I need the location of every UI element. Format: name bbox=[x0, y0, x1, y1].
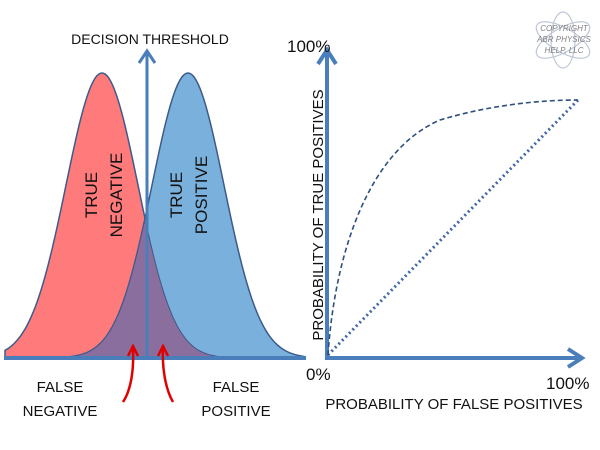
true-positive-label-line1: TRUE bbox=[167, 172, 186, 218]
roc-y-max-label: 100% bbox=[287, 37, 330, 56]
false-positive-arrow bbox=[156, 343, 175, 403]
true-positive-label-line2: POSITIVE bbox=[192, 156, 211, 234]
roc-y-axis bbox=[316, 46, 338, 360]
false-negative-arrow bbox=[121, 343, 140, 403]
watermark-line: COPYRIGHT bbox=[540, 24, 589, 33]
decision-threshold-label: DECISION THRESHOLD bbox=[71, 31, 229, 47]
false-positive-label-line1: FALSE bbox=[213, 379, 260, 396]
roc-origin-label: 0% bbox=[306, 365, 331, 384]
true-negative-label-line2: NEGATIVE bbox=[107, 153, 126, 238]
watermark-line: ABR PHYSICS bbox=[536, 35, 591, 44]
watermark-logo: COPYRIGHT ABR PHYSICS HELP, LLC bbox=[535, 11, 592, 69]
false-negative-label-line1: FALSE bbox=[37, 379, 84, 396]
false-positive-label-line2: POSITIVE bbox=[201, 403, 270, 420]
roc-x-axis bbox=[325, 347, 586, 369]
false-negative-label-line2: NEGATIVE bbox=[23, 403, 98, 420]
true-negative-label-line1: TRUE bbox=[82, 172, 101, 218]
roc-chance-diagonal bbox=[326, 98, 580, 357]
roc-x-max-label: 100% bbox=[546, 374, 589, 393]
watermark-line: HELP, LLC bbox=[545, 46, 584, 55]
roc-x-axis-label: PROBABILITY OF FALSE POSITIVES bbox=[325, 396, 582, 413]
roc-curve bbox=[327, 99, 579, 356]
decision-threshold-line bbox=[137, 48, 157, 358]
roc-y-axis-label: PROBABILITY OF TRUE POSITIVES bbox=[310, 89, 327, 340]
